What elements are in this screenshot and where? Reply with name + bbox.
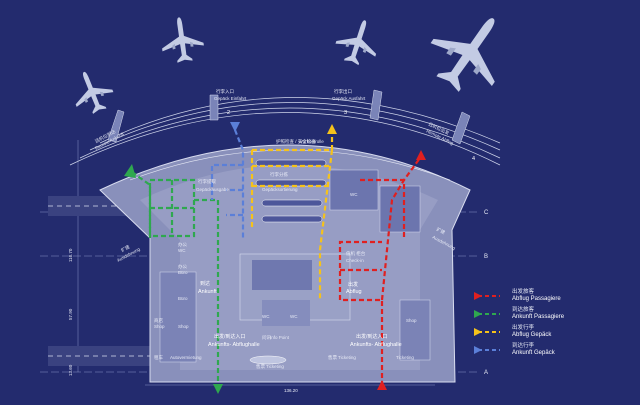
grid-marker-a: A (484, 370, 488, 376)
width-dimension: 136.20 (284, 388, 298, 393)
legend-arrival-baggage-de: Ankunft Gepäck (512, 350, 556, 356)
legend-arrow-icon (474, 310, 482, 318)
arrival-passenger-arrow-icon (124, 164, 136, 178)
wc-label-4: WC (290, 314, 298, 319)
grid-marker-b: B (484, 254, 488, 260)
ticketing-label-2: Ticketing (338, 355, 356, 360)
wc-label-3: WC (262, 314, 270, 319)
legend-arrow-icon (474, 346, 482, 354)
legend-arrival-baggage-cn: 到达行李 (512, 341, 535, 349)
apron-arcs (69, 97, 501, 166)
grid-markers: C B A (484, 210, 489, 376)
office-cn-label: 办公 (178, 241, 187, 248)
legend-departure-passengers-de: Abflug Passagiere (512, 296, 561, 302)
preclearance-cn-label: 护照检查 / 安全检查 (276, 138, 316, 145)
gate-number-3: 3 (344, 110, 347, 116)
preclearance-label: Vorkontrolle (300, 139, 324, 144)
baggage-claim-label: Gepäckausgabe (196, 187, 229, 192)
aircraft-icon (416, 0, 525, 106)
apron-labels: Remote Ankunft 远机位到达 Gepäck Einfahrt 行李入… (94, 88, 455, 151)
legend-departure-passengers-cn: 出发旅客 (512, 287, 535, 295)
legend-arrow-icon (474, 292, 482, 300)
gate-arrows (124, 122, 426, 394)
arrival-baggage-arrow-icon (230, 122, 240, 132)
dimensions: 136.20 116.70 57.90 13.60 (68, 248, 298, 393)
departure-baggage-arrow-icon (327, 124, 337, 134)
office-label-2: Büro (178, 296, 188, 301)
baggage-sorting-cn-label: 行李分拣 (270, 171, 288, 178)
info-cn-label: 问讯 (262, 334, 271, 341)
wc-label-2: WC (350, 192, 358, 197)
flow-arrival-baggage (210, 129, 245, 240)
arrival-label: Ankunft (198, 289, 217, 295)
ticketing-label-3: Ticketing (396, 355, 414, 360)
entrance-cn-label: 出发/到达入口 (214, 333, 245, 340)
checkin-label: Check-in (346, 258, 364, 263)
shop-label-3: Shop (406, 318, 417, 323)
interior-labels: 护照检查 / 安全检查 Vorkontrolle 行李分拣 Gepäcksort… (116, 138, 457, 370)
depth-dimension: 13.60 (68, 364, 73, 376)
gate-number-2: 2 (227, 110, 230, 116)
entrance-label: Ankunfts- Abflughalle (208, 342, 260, 348)
checkin-cn-label: 值机 柜台 (346, 250, 366, 257)
car-rental-label: Autovermietung (170, 355, 202, 360)
car-rental-cn-label: 租车 (154, 354, 163, 361)
legend-item-arrival-passengers: 到达旅客 Ankunft Passagiere (474, 305, 565, 320)
aircraft-icon (331, 13, 385, 70)
aircraft-icon (65, 64, 119, 119)
legend: 出发旅客 Abflug Passagiere 到达旅客 Ankunft Pass… (474, 287, 565, 356)
baggage-claim-cn-label: 行李提取 (198, 178, 216, 185)
gate-number-4: 4 (472, 156, 475, 162)
legend-departure-baggage-de: Abflug Gepäck (512, 332, 552, 338)
extension-left-cn-label: 扩建 (120, 243, 132, 254)
height-dimension-1: 116.70 (68, 248, 73, 262)
terminal-building (99, 144, 471, 383)
flow-departure-baggage (250, 136, 334, 300)
legend-arrival-passengers-de: Ankunft Passagiere (512, 314, 565, 320)
arrival-exit-arrow-icon (213, 384, 223, 394)
baggage-exit-label: Gepäck Ausfahrt (332, 96, 366, 101)
entrance-cn-label-2: 出发/到达入口 (356, 333, 387, 340)
legend-item-departure-baggage: 出发行李 Abflug Gepäck (474, 323, 552, 338)
departure-cn-label: 出发 (348, 281, 358, 288)
shop-cn-label: 商店 (154, 317, 163, 324)
jetbridges (107, 89, 471, 145)
grid-marker-c: C (484, 210, 489, 216)
shop-label-2: Shop (178, 324, 189, 329)
wc-label: WC (178, 248, 186, 253)
departure-entry-arrow-icon (377, 380, 387, 390)
flow-departure-passengers (338, 157, 421, 386)
height-dimension-2: 57.90 (68, 308, 73, 320)
departure-label: Abflug (346, 289, 362, 295)
aircraft-icon (158, 14, 206, 65)
legend-arrival-passengers-cn: 到达旅客 (512, 305, 535, 313)
ticketing-cn-label: 售票 (256, 363, 265, 370)
entrance-label-2: Ankunfts- Abflughalle (350, 342, 402, 348)
baggage-exit-cn-label: 行李出口 (334, 88, 352, 95)
arrival-cn-label: 到达 (200, 280, 210, 287)
flow-arrival-passengers (131, 171, 220, 386)
ticketing-cn-label-2: 售票 (328, 354, 337, 361)
legend-item-departure-passengers: 出发旅客 Abflug Passagiere (474, 287, 561, 302)
legend-arrow-icon (474, 328, 482, 336)
baggage-entry-cn-label: 行李入口 (216, 88, 234, 95)
shop-label: Shop (154, 324, 165, 329)
baggage-sorting-label: Gepäcksortierung (262, 187, 298, 192)
aircraft-group (65, 0, 525, 119)
extension-right-cn-label: 扩建 (435, 226, 447, 237)
ticketing-label: Ticketing (266, 364, 284, 369)
office-cn-label-2: 办公 (178, 263, 187, 270)
baggage-entry-label: Gepäck Einfahrt (214, 96, 247, 101)
office-label: Büro (178, 270, 188, 275)
gate-numbers: 2 3 4 (227, 110, 475, 162)
legend-item-arrival-baggage: 到达行李 Ankunft Gepäck (474, 341, 556, 356)
legend-departure-baggage-cn: 出发行李 (512, 323, 535, 331)
departure-passenger-arrow-icon (416, 150, 426, 160)
info-label: Info Point (270, 335, 290, 340)
